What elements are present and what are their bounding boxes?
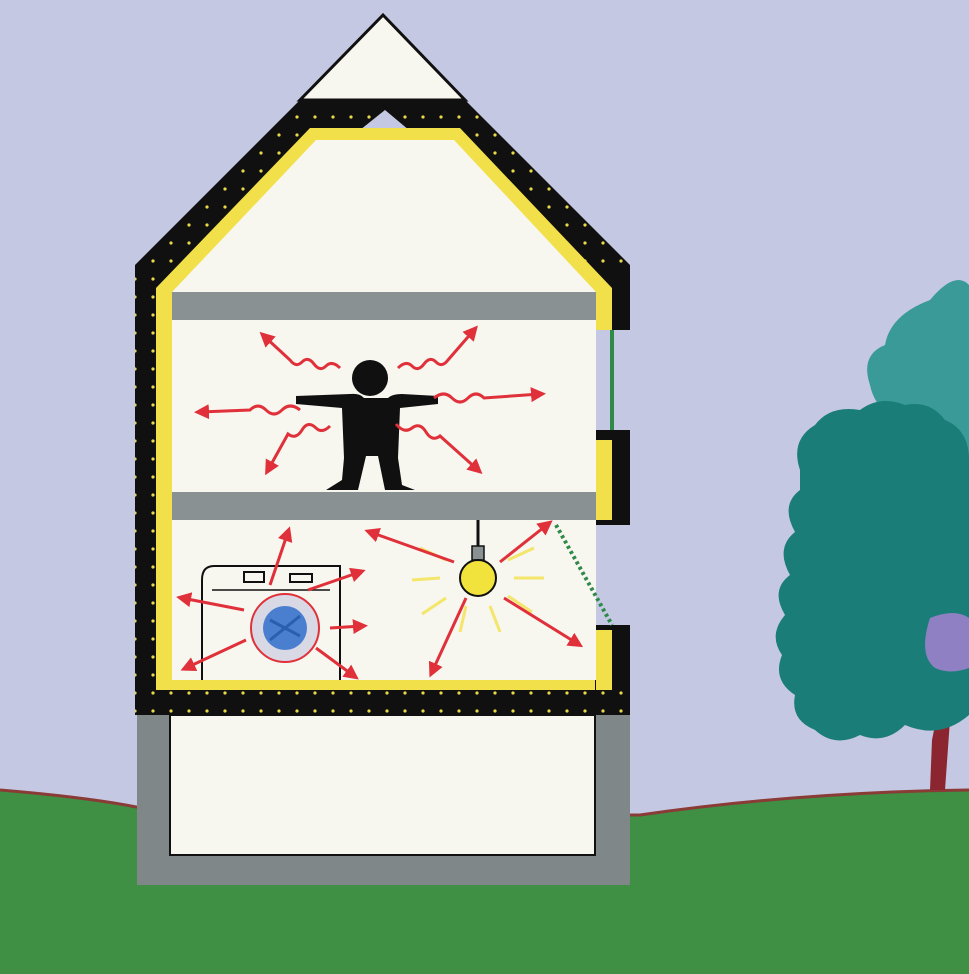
- heat-arrow: [499, 520, 553, 564]
- heat-arrow: [265, 423, 332, 476]
- roof-ridge-cap: [296, 12, 469, 102]
- heat-arrow: [433, 387, 546, 404]
- tree-blossom: [925, 613, 969, 672]
- basement-room: [169, 714, 596, 856]
- person-heat-radiation: [194, 325, 546, 476]
- heat-arrow: [180, 638, 247, 671]
- heat-arrow: [194, 404, 301, 420]
- upper-floor: [172, 492, 596, 520]
- heat-arrow: [176, 592, 245, 612]
- lamp-heat-radiation: [364, 520, 584, 678]
- heat-arrow: [428, 597, 468, 678]
- window-lower-open: [554, 524, 614, 626]
- washing-machine-icon: [201, 565, 341, 680]
- heat-arrow: [394, 423, 483, 475]
- insulation-strip-middle: [596, 440, 612, 520]
- light-bulb-icon: [459, 520, 497, 597]
- heat-arrow: [503, 596, 584, 648]
- heat-arrow: [396, 325, 478, 371]
- heat-arrow: [329, 619, 368, 635]
- ground-line: [0, 788, 969, 817]
- tree: [775, 280, 969, 790]
- attic-floor: [172, 292, 596, 320]
- heat-arrow: [307, 567, 366, 592]
- heat-arrow: [364, 527, 455, 564]
- heat-arrow: [259, 331, 342, 371]
- heat-arrow: [268, 526, 293, 586]
- heat-arrow: [315, 646, 359, 680]
- person-icon: [296, 360, 438, 490]
- roof-outer: [135, 100, 630, 290]
- appliance-heat-radiation: [176, 526, 368, 680]
- tree-canopy: [775, 401, 969, 741]
- insulation-strip-lower: [596, 630, 612, 690]
